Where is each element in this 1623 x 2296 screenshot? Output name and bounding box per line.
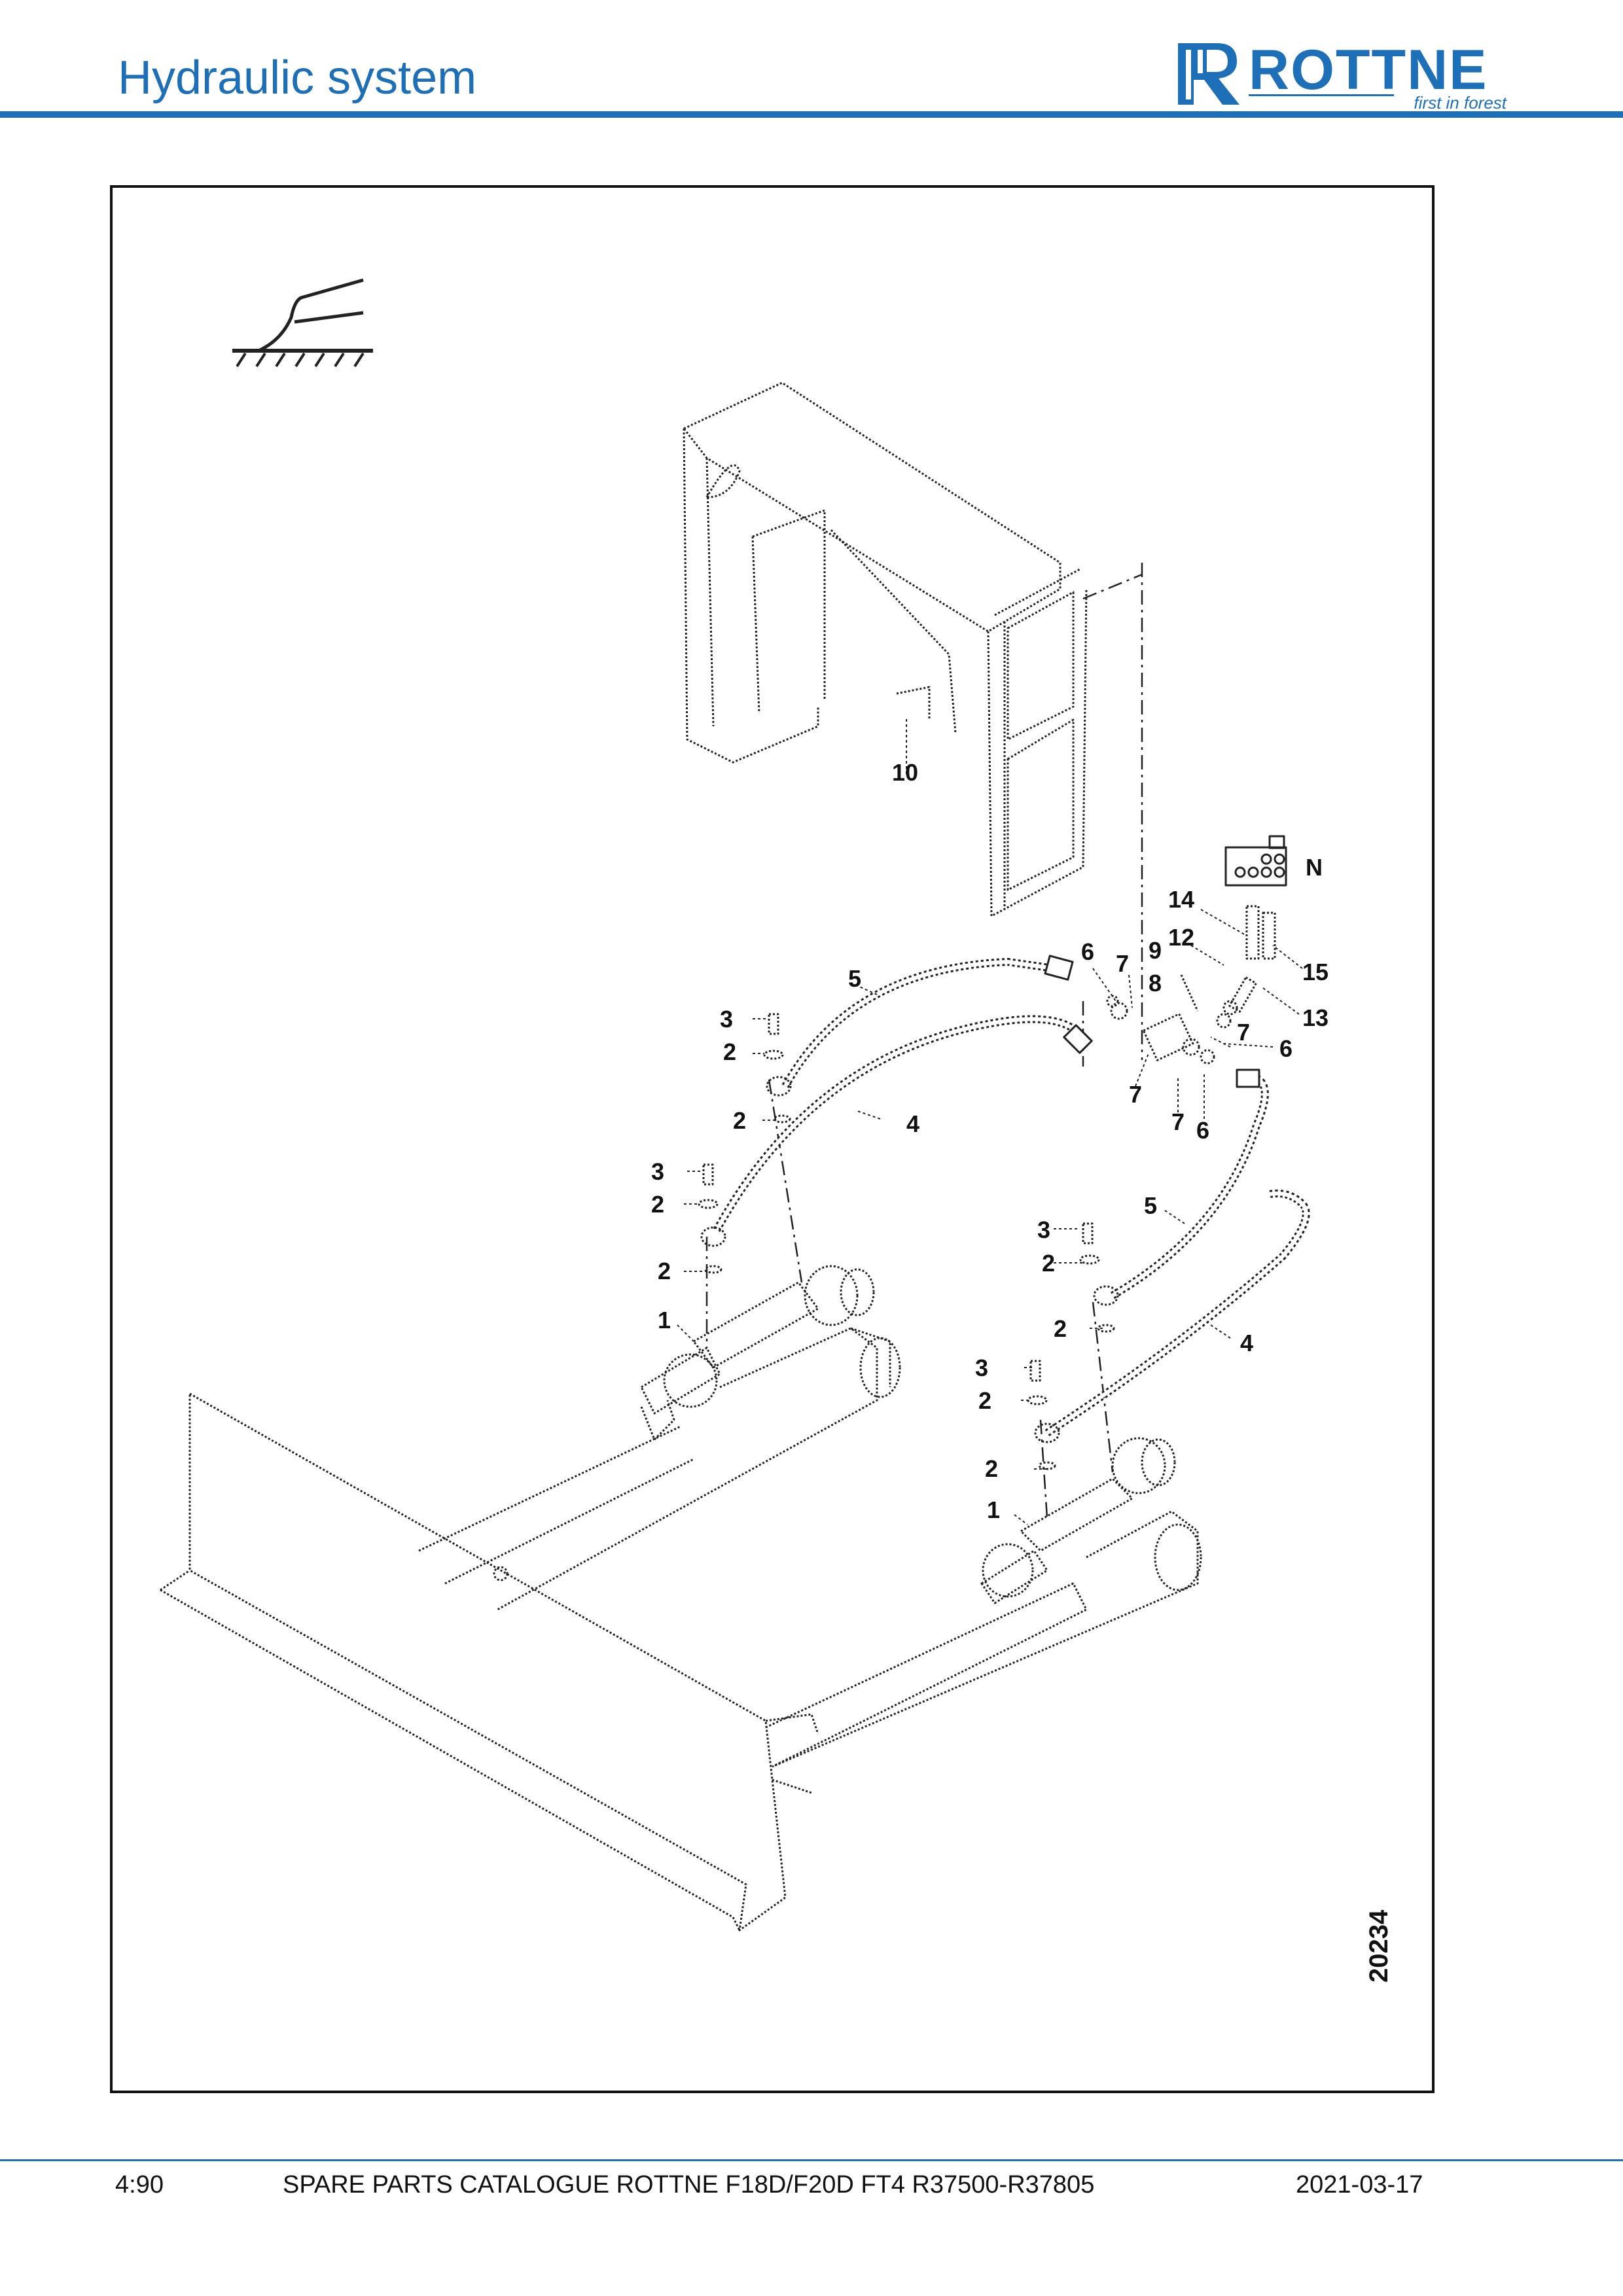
callout-2: 2 <box>723 1038 736 1065</box>
section-title: Hydraulic system <box>118 52 477 104</box>
dozer-blade-part <box>160 1327 1202 1932</box>
callout-14: 14 <box>1168 886 1194 913</box>
callout-2: 2 <box>733 1107 746 1134</box>
callout-13: 13 <box>1302 1004 1329 1031</box>
brand-logo: ROTTNE first in forest <box>1171 37 1512 113</box>
callout-3: 3 <box>720 1006 733 1033</box>
callout-6: 6 <box>1196 1117 1209 1144</box>
callout-7: 7 <box>1129 1081 1142 1108</box>
callout-5: 5 <box>848 965 861 992</box>
callout-4: 4 <box>1240 1330 1253 1356</box>
callout-6: 6 <box>1081 938 1094 965</box>
callout-9: 9 <box>1149 937 1162 964</box>
rottne-logo-mark-icon <box>1178 43 1240 105</box>
brand-name: ROTTNE <box>1249 39 1488 101</box>
hydraulic-cylinder-left <box>640 1265 875 1441</box>
catalogue-title: SPARE PARTS CATALOGUE ROTTNE F18D/F20D F… <box>283 2171 1095 2199</box>
view-letter-n: N <box>1306 854 1323 881</box>
figure-number: 20234 <box>1364 1909 1393 1983</box>
chassis-frame-part <box>683 381 1088 917</box>
callout-6: 6 <box>1279 1035 1293 1062</box>
hydraulic-hose-4-right <box>1044 1190 1310 1437</box>
callout-7: 7 <box>1171 1108 1185 1135</box>
callout-2: 2 <box>651 1191 664 1218</box>
callout-15: 15 <box>1302 959 1329 985</box>
footer-divider <box>0 2159 1623 2161</box>
callout-8: 8 <box>1149 970 1162 997</box>
catalogue-date: 2021-03-17 <box>1296 2171 1423 2199</box>
callout-7: 7 <box>1116 950 1129 977</box>
header-divider <box>0 111 1623 118</box>
brand-underline <box>1249 94 1394 96</box>
callout-2: 2 <box>1054 1315 1067 1342</box>
callout-2: 2 <box>658 1258 671 1284</box>
callout-3: 3 <box>1037 1216 1050 1243</box>
hydraulic-cylinder-right <box>980 1437 1176 1604</box>
callout-3: 3 <box>651 1158 664 1185</box>
callout-7: 7 <box>1237 1019 1250 1046</box>
callout-labels: 1 1 2 2 2 2 2 2 2 2 3 3 3 3 4 4 5 5 6 6 … <box>651 759 1393 1983</box>
hydraulic-hose-5-right <box>1110 1069 1269 1299</box>
brand-tagline: first in forest <box>1414 93 1507 113</box>
callout-leaders <box>677 716 1303 1525</box>
callout-12: 12 <box>1168 924 1194 951</box>
callout-1: 1 <box>658 1307 671 1333</box>
dozer-blade-symbol-icon <box>232 278 373 368</box>
bolt-washer-left <box>698 1013 1119 1470</box>
hydraulic-hose-5 <box>781 955 1074 1088</box>
callout-1: 1 <box>987 1496 1000 1523</box>
valve-symbol-icon <box>1224 835 1287 887</box>
callout-5: 5 <box>1144 1192 1157 1219</box>
callout-2: 2 <box>1042 1250 1055 1277</box>
page-number: 4:90 <box>115 2171 164 2199</box>
callout-3: 3 <box>975 1354 988 1381</box>
callout-2: 2 <box>985 1455 998 1482</box>
callout-4: 4 <box>906 1110 919 1137</box>
callout-10: 10 <box>892 759 918 786</box>
drawing-frame <box>110 185 1435 2093</box>
callout-2: 2 <box>978 1387 991 1414</box>
hydraulic-hose-4 <box>713 1015 1093 1232</box>
